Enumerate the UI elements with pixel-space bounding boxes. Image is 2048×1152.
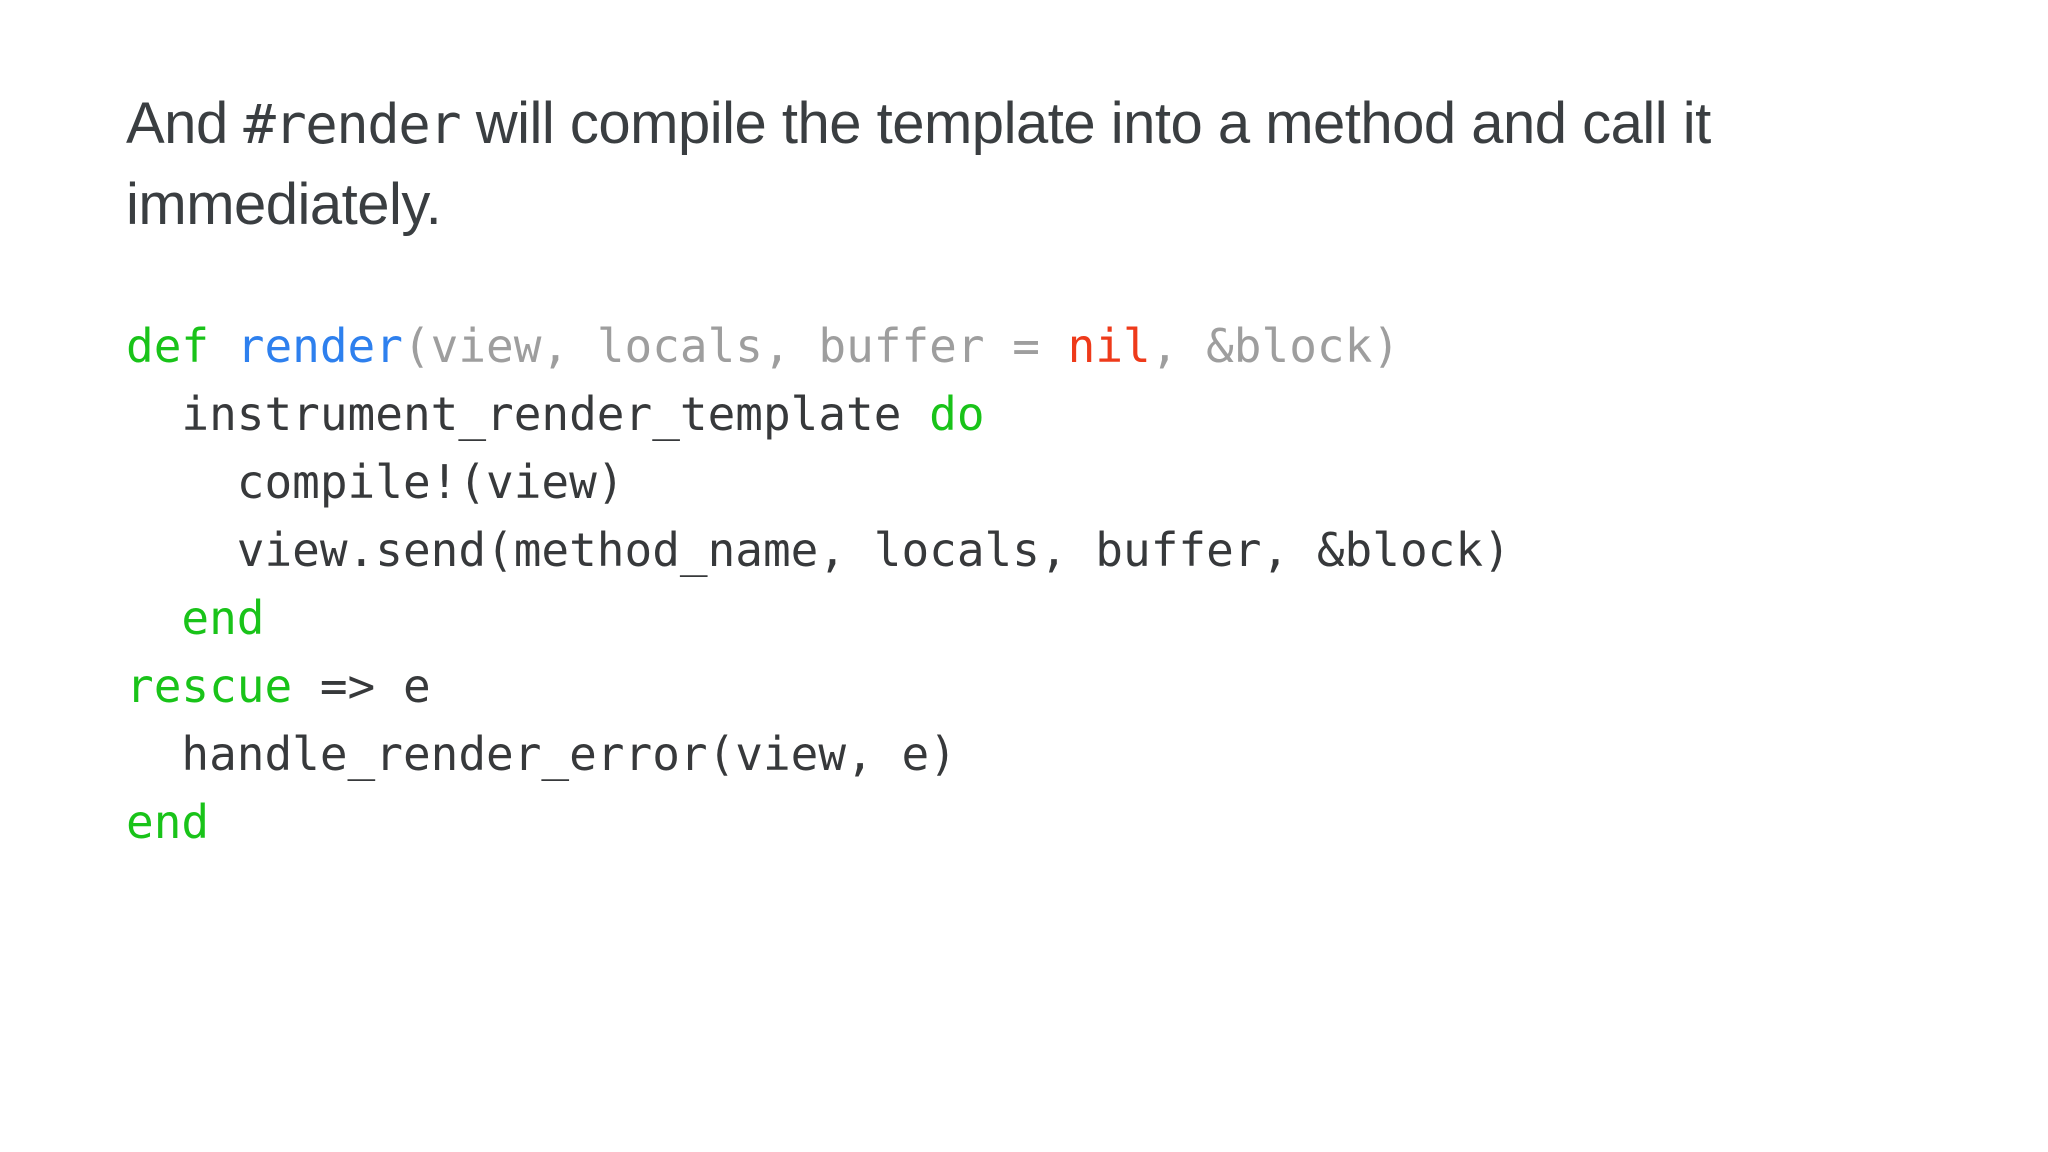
code-token: , &block)	[1150, 319, 1400, 373]
heading-text-suffix: will compile the template into a method …	[126, 91, 1711, 237]
code-block: def render(view, locals, buffer = nil, &…	[126, 312, 1511, 856]
code-token: do	[929, 387, 985, 441]
code-line: instrument_render_template do	[126, 380, 1511, 448]
code-token: end	[126, 795, 210, 849]
code-token: view.send(method_name, locals, buffer, &…	[126, 523, 1511, 577]
code-line: end	[126, 584, 1511, 652]
code-line: def render(view, locals, buffer = nil, &…	[126, 312, 1511, 380]
slide-heading: And #render will compile the template in…	[126, 84, 1886, 245]
code-token: (view, locals, buffer =	[402, 319, 1068, 373]
code-line: view.send(method_name, locals, buffer, &…	[126, 516, 1511, 584]
code-token: end	[126, 591, 265, 645]
code-token: rescue	[126, 659, 293, 713]
code-token: render	[236, 319, 403, 373]
code-line: end	[126, 788, 1511, 856]
code-token: compile!(view)	[126, 455, 625, 509]
code-line: compile!(view)	[126, 448, 1511, 516]
code-token: instrument_render_template	[126, 387, 930, 441]
code-line: handle_render_error(view, e)	[126, 720, 1511, 788]
code-token: handle_render_error(view, e)	[126, 727, 957, 781]
heading-text-prefix: And	[126, 91, 244, 156]
heading-code-term: #render	[243, 93, 461, 156]
code-line: rescue => e	[126, 652, 1511, 720]
code-token: def	[126, 319, 237, 373]
code-token: => e	[292, 659, 431, 713]
code-token: nil	[1067, 319, 1151, 373]
